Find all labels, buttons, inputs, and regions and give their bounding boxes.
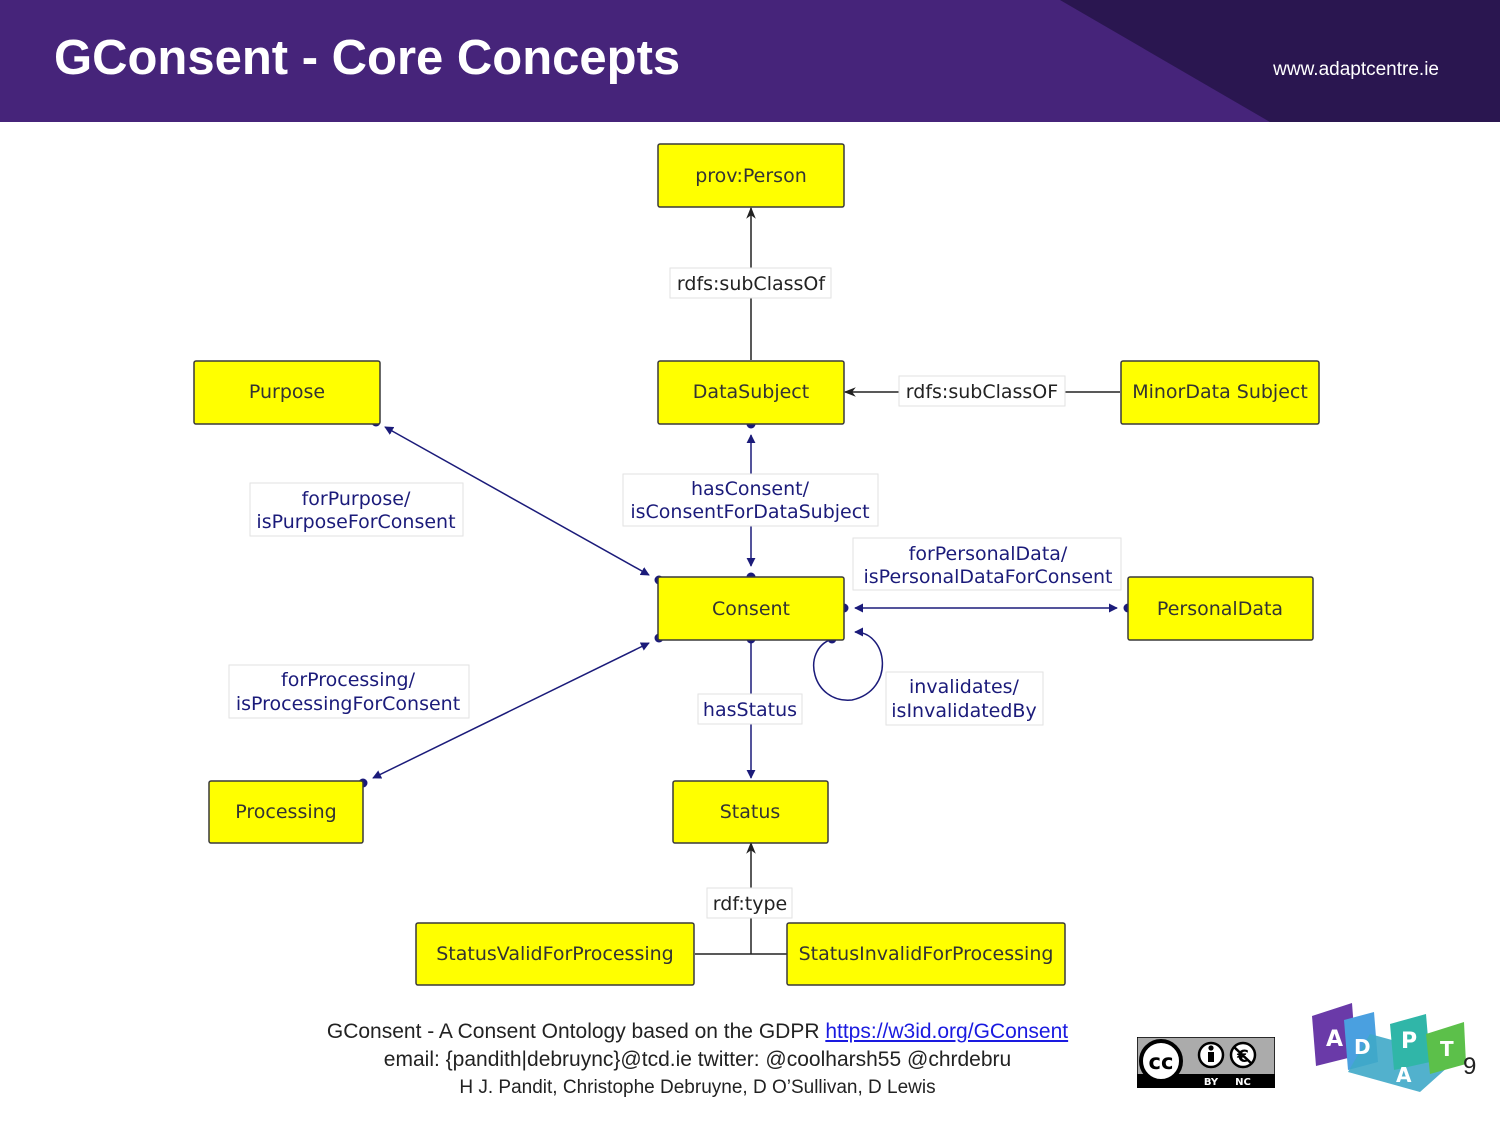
ontology-diagram: rdfs:subClassOf rdfs:subClassOF hasConse… <box>193 143 1320 986</box>
footer-authors: H J. Pandit, Christophe Debruyne, D O’Su… <box>459 1077 936 1098</box>
page-title: GConsent - Core Concepts <box>54 31 681 85</box>
logo-letter-t: T <box>1440 1037 1454 1061</box>
edge-for-processing <box>372 642 650 779</box>
label-subclass-person: rdfs:subClassOf <box>669 267 832 299</box>
node-minor-data-subject[interactable]: MinorData Subject <box>1120 360 1320 425</box>
node-purpose-label: Purpose <box>249 381 325 403</box>
gconsent-link[interactable]: https://w3id.org/GConsent <box>825 1020 1069 1043</box>
node-processing[interactable]: Processing <box>208 780 364 844</box>
logo-letter-a1: A <box>1326 1027 1343 1052</box>
node-status-label: Status <box>720 801 781 823</box>
node-purpose[interactable]: Purpose <box>193 360 381 425</box>
node-datasubject-label: DataSubject <box>693 381 809 403</box>
label-for-personal-data-line2: isPersonalDataForConsent <box>863 566 1112 588</box>
label-has-consent: hasConsent/ isConsentForDataSubject <box>622 473 879 527</box>
label-for-personal-data-line1: forPersonalData/ <box>909 543 1068 565</box>
node-personal-data-label: PersonalData <box>1157 598 1283 620</box>
header-shade <box>1060 0 1500 122</box>
label-for-processing-line1: forProcessing/ <box>281 669 416 691</box>
label-for-processing-line2: isProcessingForConsent <box>236 693 460 715</box>
cc-text: cc <box>1149 1050 1174 1074</box>
node-personal-data[interactable]: PersonalData <box>1127 576 1314 641</box>
header-banner: GConsent - Core Concepts www.adaptcentre… <box>0 0 1500 122</box>
cc-icon <box>1139 1039 1183 1083</box>
edge-invalidates <box>813 627 884 701</box>
label-subclass-person-text: rdfs:subClassOf <box>677 273 826 295</box>
label-for-purpose-line1: forPurpose/ <box>302 488 411 510</box>
label-for-purpose: forPurpose/ isPurposeForConsent <box>249 482 464 537</box>
label-has-status: hasStatus <box>697 693 803 725</box>
node-consent-label: Consent <box>712 598 790 620</box>
label-invalidates-line1: invalidates/ <box>909 676 1020 698</box>
footer-citation: GConsent - A Consent Ontology based on t… <box>240 1020 1155 1044</box>
cc-by-nc-license-badge[interactable]: cc € BY NC <box>1137 1037 1275 1088</box>
page-number: 9 <box>1463 1053 1477 1080</box>
label-invalidates: invalidates/ isInvalidatedBy <box>885 671 1044 726</box>
footer-contact: email: {pandith|debruync}@tcd.ie twitter… <box>383 1048 1012 1071</box>
node-status-invalid[interactable]: StatusInvalidForProcessing <box>786 922 1066 986</box>
label-has-consent-line1: hasConsent/ <box>691 478 810 500</box>
label-rdf-type: rdf:type <box>706 887 793 919</box>
label-for-purpose-line2: isPurposeForConsent <box>256 511 455 533</box>
node-prov-person-label: prov:Person <box>695 165 807 187</box>
website-link[interactable]: www.adaptcentre.ie <box>1273 59 1439 80</box>
node-datasubject[interactable]: DataSubject <box>657 360 845 425</box>
node-status[interactable]: Status <box>672 780 829 844</box>
label-subclass-minor-text: rdfs:subClassOF <box>906 381 1058 403</box>
node-status-valid-label: StatusValidForProcessing <box>436 943 673 965</box>
footer-citation-text: GConsent - A Consent Ontology based on t… <box>326 1020 826 1043</box>
node-prov-person[interactable]: prov:Person <box>657 143 845 208</box>
label-for-personal-data: forPersonalData/ isPersonalDataForConsen… <box>852 537 1122 591</box>
label-for-processing: forProcessing/ isProcessingForConsent <box>228 664 470 719</box>
node-processing-label: Processing <box>235 801 336 823</box>
label-has-consent-line2: isConsentForDataSubject <box>630 501 869 523</box>
label-invalidates-line2: isInvalidatedBy <box>891 700 1036 722</box>
by-text: BY <box>1204 1077 1219 1088</box>
node-status-valid[interactable]: StatusValidForProcessing <box>415 922 695 986</box>
logo-letter-a2: A <box>1396 1063 1412 1087</box>
nc-text: NC <box>1235 1077 1251 1088</box>
logo-letter-d: D <box>1354 1035 1371 1059</box>
node-status-invalid-label: StatusInvalidForProcessing <box>799 943 1054 965</box>
label-rdf-type-text: rdf:type <box>713 893 787 915</box>
edge-for-purpose <box>384 426 650 576</box>
adapt-logo: A D A P T <box>1312 1003 1466 1092</box>
node-consent[interactable]: Consent <box>657 576 845 641</box>
logo-letter-p: P <box>1401 1029 1417 1054</box>
node-minor-data-subject-label: MinorData Subject <box>1132 381 1308 403</box>
label-subclass-minor: rdfs:subClassOF <box>898 375 1066 407</box>
label-has-status-text: hasStatus <box>703 699 797 721</box>
